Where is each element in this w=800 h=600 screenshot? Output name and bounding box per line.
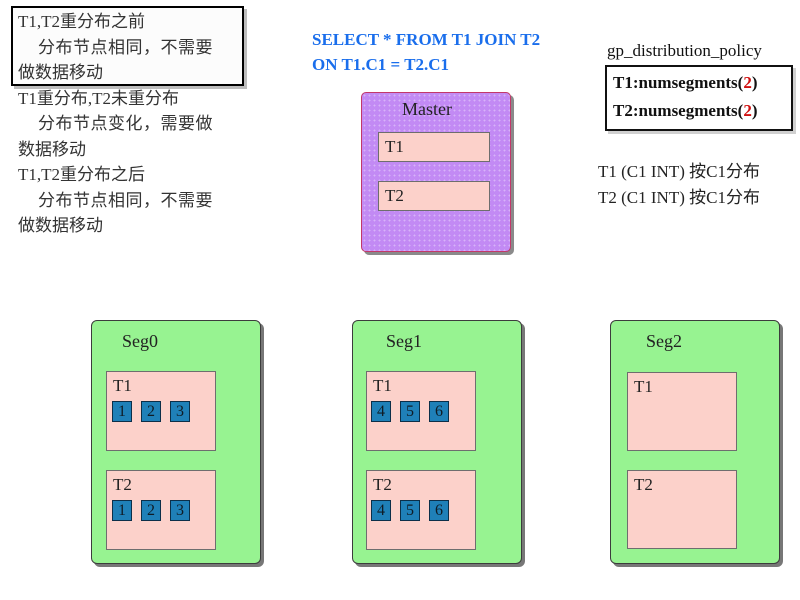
data-cell: 5	[400, 500, 420, 521]
table-label: T2	[634, 475, 653, 494]
table-label: T2	[385, 186, 404, 205]
policy-prefix: T2:numsegments	[613, 101, 738, 120]
explanation-line: 数据移动	[18, 139, 86, 159]
numsegments-value: 2	[743, 101, 752, 120]
data-cell: 2	[141, 500, 161, 521]
explanation-line: 分布节点相同，不需要	[38, 190, 213, 210]
distribution-t2: T2 (C1 INT) 按C1分布	[598, 188, 760, 207]
policy-prefix: T1:numsegments	[613, 73, 738, 92]
sql-line: ON T1.C1 = T2.C1	[312, 55, 450, 74]
policy-paren: (	[737, 73, 744, 92]
table-label: T1	[113, 376, 132, 395]
data-cell: 4	[371, 401, 391, 422]
explanation-text: T1,T2重分布之前 分布节点相同，不需要 做数据移动 T1重分布,T2未重分布…	[18, 9, 288, 239]
explanation-line: 分布节点变化，需要做	[38, 114, 213, 133]
sql-line: SELECT * FROM T1 JOIN T2	[312, 30, 541, 49]
policy-row-t1: T1:numsegments(2)	[613, 73, 758, 93]
data-cell: 3	[170, 500, 190, 521]
explanation-line: 做数据移动	[18, 216, 103, 235]
segment-label: Seg2	[646, 331, 682, 351]
policy-title: gp_distribution_policy	[607, 41, 762, 60]
sql-query: SELECT * FROM T1 JOIN T2 ON T1.C1 = T2.C…	[312, 27, 540, 77]
segment-seg1: Seg1 T1 4 5 6 T2 4 5 6	[352, 320, 522, 564]
segment-seg2: Seg2 T1 T2	[610, 320, 780, 564]
segment-seg0: Seg0 T1 1 2 3 T2 1 2 3	[91, 320, 261, 564]
explanation-line: 分布节点相同，不需要	[38, 37, 213, 57]
data-cell: 1	[112, 500, 132, 521]
data-cell: 6	[429, 500, 449, 521]
master-table-t2: T2	[378, 181, 490, 211]
table-label: T2	[113, 475, 132, 494]
data-cell: 2	[141, 401, 161, 422]
policy-paren: )	[751, 73, 758, 92]
segment-label: Seg1	[386, 331, 422, 351]
explanation-line: T1,T2重分布之后	[18, 165, 146, 184]
segment-table-t2: T2	[627, 470, 737, 549]
policy-paren: (	[737, 101, 744, 120]
highlight-box	[11, 6, 244, 86]
segment-table-t2: T2 1 2 3	[106, 470, 216, 550]
data-cell: 6	[429, 401, 449, 422]
distribution-t1: T1 (C1 INT) 按C1分布	[598, 162, 760, 181]
segment-table-t2: T2 4 5 6	[366, 470, 476, 550]
segment-table-t1: T1 4 5 6	[366, 371, 476, 451]
explanation-line: T1重分布,T2未重分布	[18, 88, 180, 108]
table-label: T1	[373, 376, 392, 395]
explanation-line: T1,T2重分布之前	[18, 12, 146, 31]
data-cell: 4	[371, 500, 391, 521]
policy-box: T1:numsegments(2) T2:numsegments(2)	[605, 65, 793, 131]
segment-label: Seg0	[122, 331, 158, 351]
data-cell: 1	[112, 401, 132, 422]
numsegments-value: 2	[743, 73, 752, 92]
master-table-t1: T1	[378, 132, 490, 162]
policy-row-t2: T2:numsegments(2)	[613, 101, 758, 121]
table-label: T1	[385, 137, 404, 156]
segment-table-t1: T1	[627, 372, 737, 451]
table-label: T2	[373, 475, 392, 494]
master-label: Master	[402, 99, 452, 119]
segment-table-t1: T1 1 2 3	[106, 371, 216, 451]
master-node: Master T1 T2	[361, 92, 511, 252]
policy-paren: )	[751, 101, 758, 120]
data-cell: 3	[170, 401, 190, 422]
explanation-line: 做数据移动	[18, 63, 103, 82]
table-label: T1	[634, 377, 653, 396]
distribution-info: T1 (C1 INT) 按C1分布 T2 (C1 INT) 按C1分布	[598, 159, 760, 211]
data-cell: 5	[400, 401, 420, 422]
